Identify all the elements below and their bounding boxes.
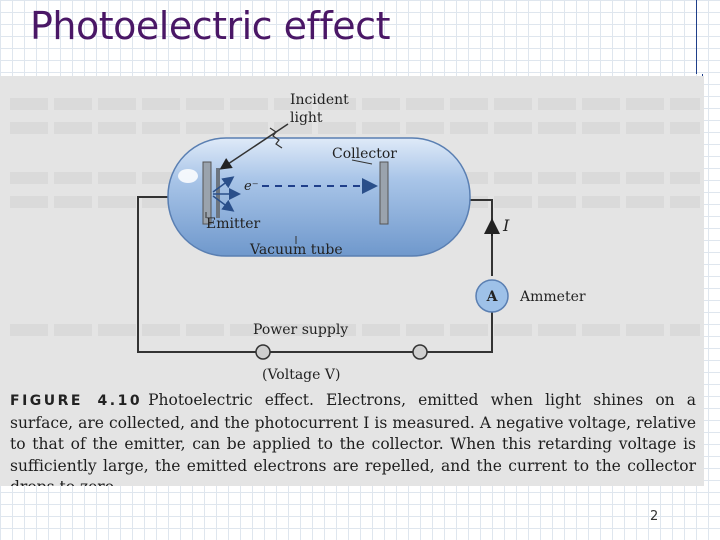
emitter-plate-back bbox=[216, 168, 220, 218]
vacuum-tube bbox=[167, 137, 471, 257]
voltage-label: (Voltage V) bbox=[262, 367, 340, 383]
slide-divider-line bbox=[696, 0, 697, 74]
ammeter-symbol: A bbox=[486, 289, 499, 305]
leader-lines bbox=[205, 159, 373, 244]
power-supply-terminal-right bbox=[412, 344, 428, 360]
current-label: I bbox=[502, 216, 510, 235]
tube-highlight bbox=[178, 169, 198, 183]
vacuum-tube-label: Vacuum tube bbox=[249, 242, 343, 258]
ammeter-label: Ammeter bbox=[519, 289, 586, 305]
figure-label: FIGURE 4.10 bbox=[10, 393, 143, 409]
ammeter-icon bbox=[475, 279, 509, 313]
emitter-label: Emitter bbox=[206, 216, 261, 232]
collector-label: Collector bbox=[332, 146, 397, 162]
electron-label: e⁻ bbox=[244, 179, 259, 194]
bleed-through-text bbox=[10, 324, 700, 336]
page-number: 2 bbox=[650, 509, 659, 524]
photoelectric-diagram: I e⁻ Incident light Collector bbox=[137, 92, 586, 383]
caption-text: Photoelectric effect. Electrons, emitted… bbox=[10, 391, 696, 486]
figure-panel: I e⁻ Incident light Collector bbox=[0, 76, 704, 486]
slide-title: Photoelectric effect bbox=[30, 4, 390, 48]
power-supply-label: Power supply bbox=[253, 322, 348, 338]
bleed-through-text bbox=[10, 122, 700, 134]
incident-light-ray bbox=[219, 123, 289, 170]
power-supply-terminal-left bbox=[255, 344, 271, 360]
emitted-electron-arrows bbox=[212, 176, 241, 212]
collector-plate bbox=[379, 161, 389, 225]
incident-light-label-line2: light bbox=[290, 110, 323, 126]
incident-light-label: Incident bbox=[290, 92, 349, 108]
bleed-through-text bbox=[10, 98, 700, 110]
light-wave-icon bbox=[269, 127, 283, 149]
emitter-plate bbox=[202, 161, 212, 225]
